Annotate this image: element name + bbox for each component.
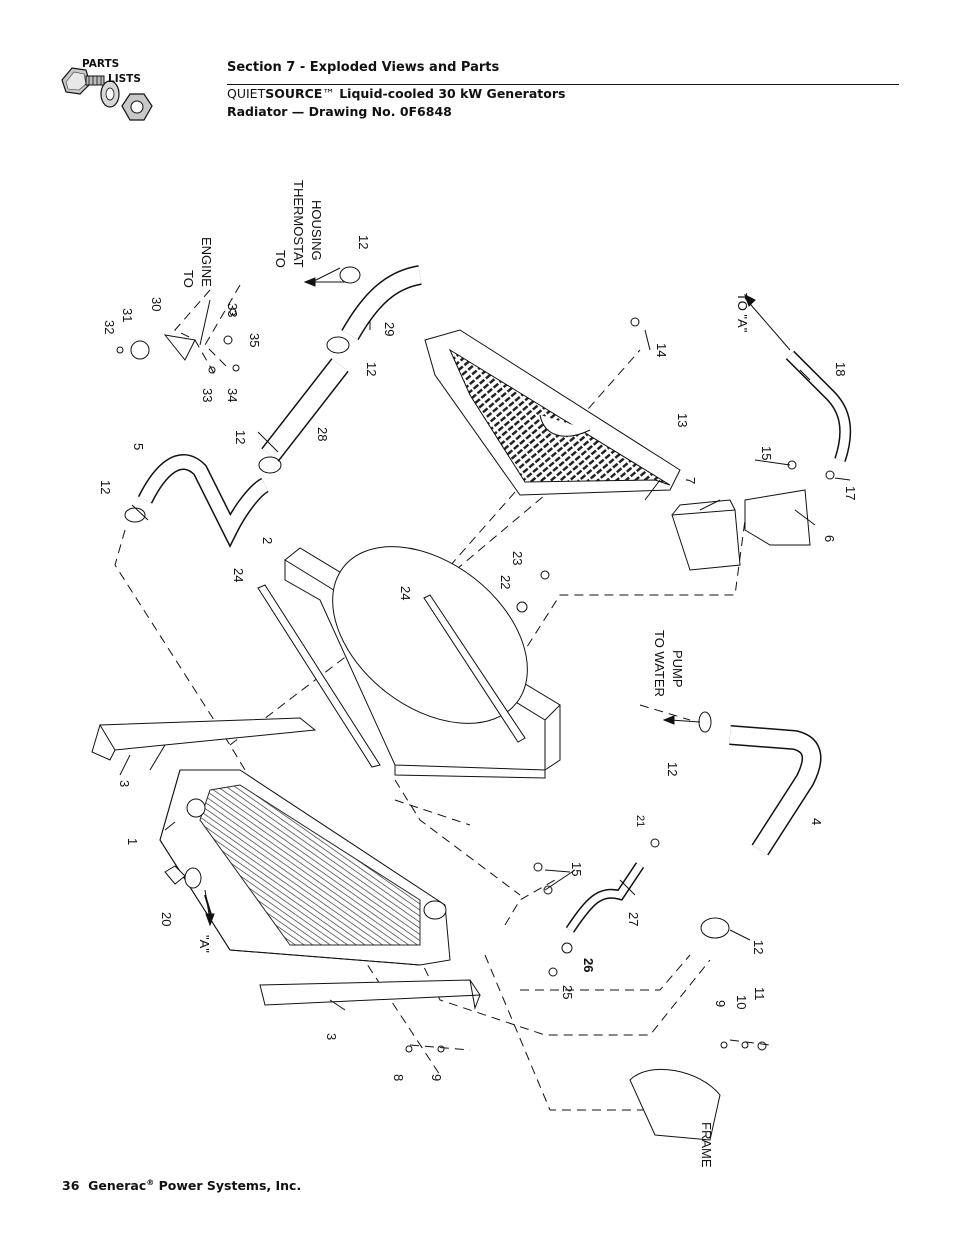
callout-12: 12 [233, 430, 248, 444]
product-brand: SOURCE [265, 86, 323, 101]
callout-6: 6 [822, 535, 837, 542]
callout-15: 15 [569, 862, 584, 876]
parts-lists-hardware-icon: PARTS LISTS [61, 58, 153, 121]
callout-12: 12 [356, 235, 371, 249]
note-frame: FRAME [699, 1122, 714, 1168]
callout-20: 20 [159, 912, 174, 926]
product-rest: Liquid-cooled 30 kW Generators [334, 86, 566, 101]
callout-27: 27 [626, 912, 641, 926]
note-to-engine-line1: TO [181, 270, 196, 288]
callout-30: 30 [149, 297, 164, 311]
callout-4: 4 [809, 818, 824, 825]
callout-11: 11 [752, 987, 767, 1001]
callout-13: 13 [675, 413, 690, 427]
callout-17: 17 [843, 486, 858, 500]
page-number: 36 [62, 1178, 80, 1194]
note-to-thermostat-line2: THERMOSTAT [291, 180, 306, 268]
icon-word-parts: PARTS [82, 58, 119, 70]
callout-1: 1 [125, 838, 140, 845]
callout-9: 9 [713, 1000, 728, 1007]
registered-mark: ® [146, 1178, 155, 1187]
callout-21: 21 [634, 815, 646, 827]
note-to-water-pump-line1: TO WATER [652, 630, 667, 697]
callout-3: 3 [117, 780, 132, 787]
company-name: Generac [88, 1178, 147, 1194]
note-to-engine-line2: ENGINE [199, 237, 214, 287]
callout-33: 33 [225, 303, 240, 317]
callout-29: 29 [382, 322, 397, 336]
callout-3: 3 [324, 1033, 339, 1040]
callout-15: 15 [759, 446, 774, 460]
callout-33: 33 [200, 388, 215, 402]
callout-5: 5 [131, 443, 146, 450]
product-line: QUIETSOURCE™ Liquid-cooled 30 kW Generat… [227, 86, 565, 101]
callout-7: 7 [683, 477, 698, 484]
callout-25: 25 [560, 985, 575, 999]
callout-23: 23 [510, 551, 525, 565]
callout-14: 14 [654, 343, 669, 357]
callout-26: 26 [581, 958, 596, 972]
callout-12: 12 [364, 362, 379, 376]
callout-24: 24 [398, 586, 413, 600]
page-footer: 36 Generac® Power Systems, Inc. [62, 1178, 301, 1193]
callout-12: 12 [98, 480, 113, 494]
note-to-thermostat-line1: TO [273, 250, 288, 268]
callout-34: 34 [225, 388, 240, 402]
note-to-a: TO "A" [735, 293, 750, 333]
callout-32: 32 [102, 320, 117, 334]
product-tm: ™ [322, 86, 335, 101]
callout-12: 12 [665, 762, 680, 776]
icon-word-lists: LISTS [108, 73, 141, 85]
callout-12: 12 [751, 940, 766, 954]
section-title: Section 7 - Exploded Views and Parts [227, 60, 500, 75]
product-prefix: QUIET [227, 86, 266, 101]
callout-10: 10 [734, 995, 749, 1009]
drawing-title: Radiator — Drawing No. 0F6848 [227, 104, 452, 119]
note-to-thermostat-line3: HOUSING [309, 200, 324, 261]
callout-9: 9 [429, 1074, 444, 1081]
callout-24: 24 [231, 568, 246, 582]
company-name-rest: Power Systems, Inc. [154, 1178, 302, 1194]
callout-8: 8 [391, 1074, 406, 1081]
callout-18: 18 [833, 362, 848, 376]
callout-22: 22 [498, 575, 513, 589]
callout-35: 35 [247, 333, 262, 347]
callout-28: 28 [315, 427, 330, 441]
header-rule [227, 84, 899, 85]
note-a-marker: "A" [197, 935, 212, 953]
callout-31: 31 [120, 308, 135, 322]
note-to-water-pump-line2: PUMP [670, 650, 685, 688]
callout-2: 2 [260, 537, 275, 544]
